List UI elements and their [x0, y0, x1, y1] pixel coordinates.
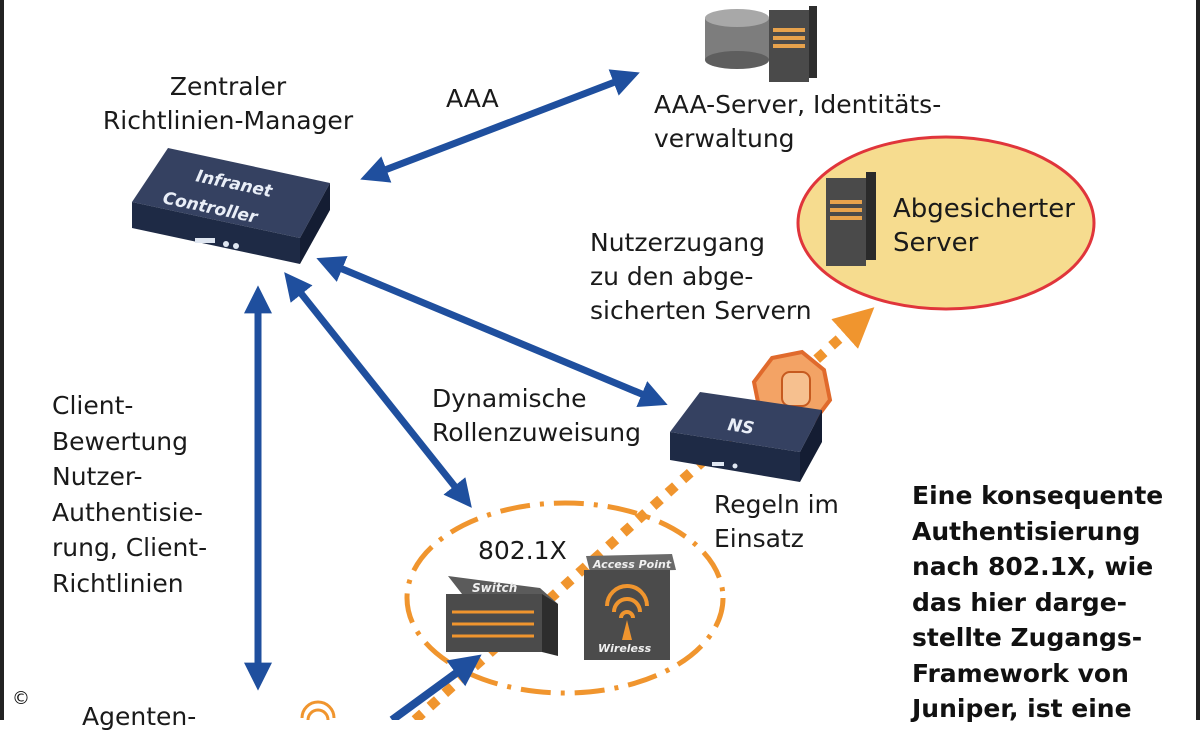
infranet-controller-device: Infranet Controller: [132, 148, 330, 264]
access-point-device: Access Point Wireless: [584, 554, 676, 660]
label-aaa-server: AAA-Server, Identitäts- verwaltung: [654, 90, 942, 153]
device-label-switch: Switch: [472, 581, 517, 595]
label-central-manager: Zentraler Richtlinien-Manager: [102, 72, 354, 135]
label-agent: Agenten-: [82, 702, 197, 731]
dot1x-zone-ellipse: [404, 500, 726, 696]
copyright-symbol: ©: [12, 688, 30, 709]
label-client-evaluation: Client- Bewertung Nutzer- Authentisie- r…: [52, 391, 208, 598]
frame-border-right: [1196, 0, 1200, 720]
frame-border-left: [0, 0, 4, 720]
label-802-1x: 802.1X: [478, 536, 567, 565]
arrow-client-switch: [389, 654, 482, 720]
arrow-aaa: [360, 69, 640, 183]
label-user-access: Nutzerzugang zu den abge- sicherten Serv…: [590, 228, 812, 325]
device-label-ns: NS: [726, 415, 755, 439]
label-dynamic-roles: Dynamische Rollenzuweisung: [432, 384, 641, 447]
aaa-server-icon: [705, 6, 817, 82]
figure-caption: Eine konsequente Authentisierung nach 80…: [912, 481, 1164, 723]
label-secured-server: Abgesicherter Server: [893, 194, 1075, 258]
label-rules-in-use: Regeln im Einsatz: [714, 490, 839, 553]
arrow-controller-switch: [284, 272, 472, 508]
device-label-wireless: Wireless: [598, 642, 652, 655]
label-aaa: AAA: [446, 84, 499, 113]
secured-server-icon: [826, 172, 876, 266]
switch-device: Switch: [446, 576, 558, 656]
ns-firewall-device: NS: [670, 392, 822, 482]
wifi-icon: [300, 700, 336, 720]
device-label-access-point: Access Point: [592, 558, 672, 571]
